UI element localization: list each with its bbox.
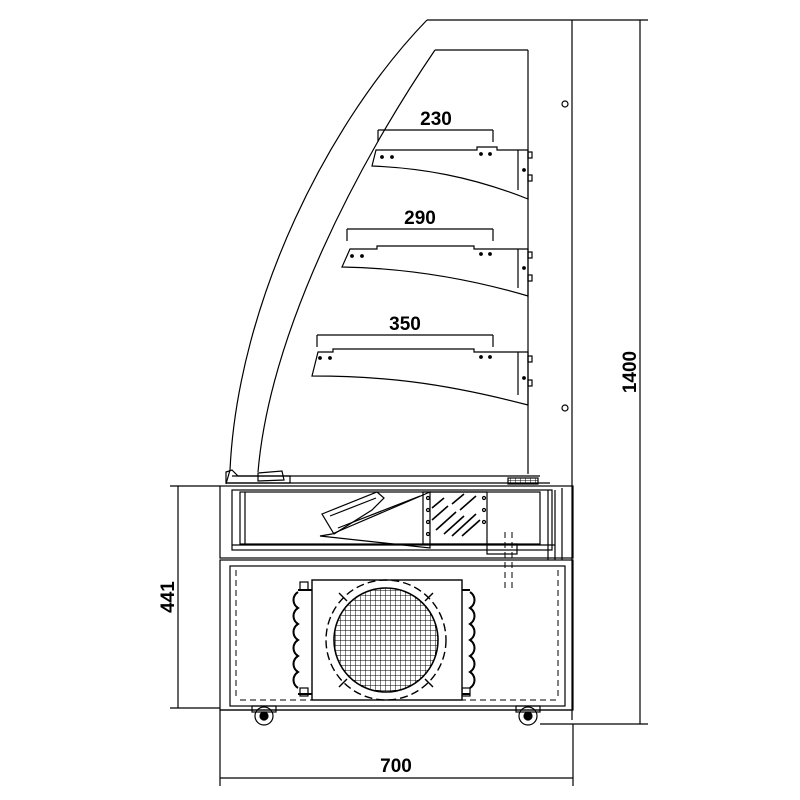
- condenser-coil: [292, 581, 476, 697]
- overall-dimension-lines: [170, 19, 648, 786]
- shelf-top: [371, 146, 533, 200]
- condenser-fan: [311, 579, 463, 701]
- depth-dimension: 700: [380, 756, 412, 777]
- shelf-bottom-dimension: 350: [389, 314, 421, 335]
- evaporator-section: [219, 469, 574, 560]
- machine-compartment: [219, 559, 574, 711]
- total-height-dimension: 1400: [620, 351, 641, 393]
- glass-front-inner: [257, 49, 436, 473]
- castor-wheels: [251, 705, 541, 726]
- rear-hole-top: [561, 100, 569, 108]
- shelf-middle: [341, 245, 533, 297]
- base-height-dimension: 441: [158, 581, 179, 613]
- rear-hole-bottom: [561, 404, 569, 412]
- shelf-bottom: [311, 348, 533, 406]
- shelf-dimension-lines: [316, 129, 494, 347]
- rear-wheel: [518, 706, 538, 726]
- shelf-top-dimension: 230: [420, 109, 452, 130]
- shelf-middle-dimension: 290: [404, 208, 436, 229]
- front-wheel: [254, 706, 274, 726]
- glass-front-outer: [225, 19, 428, 485]
